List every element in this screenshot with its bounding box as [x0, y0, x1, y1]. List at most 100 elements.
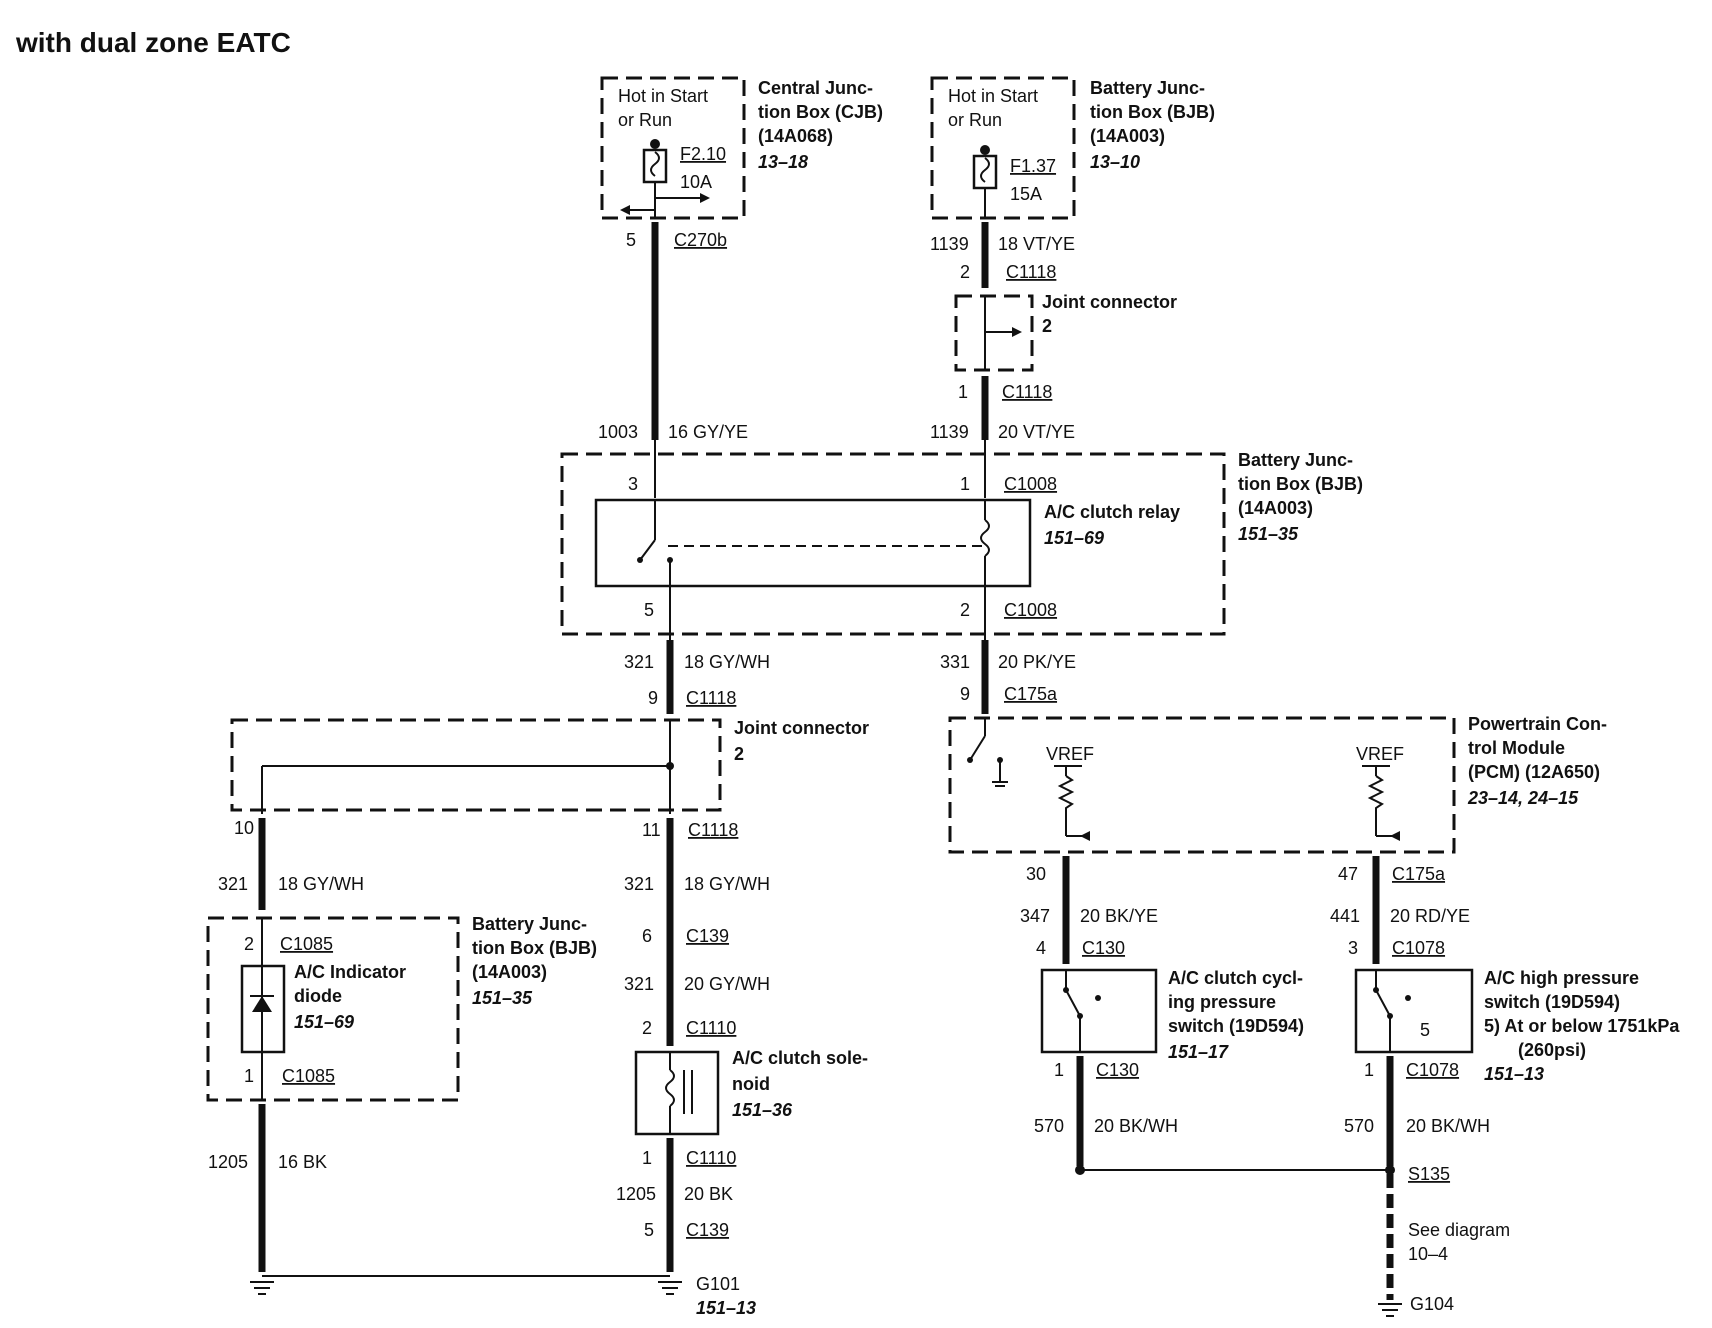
w11-pin: 6 — [642, 926, 652, 946]
diode-pin1: 1 — [244, 1066, 254, 1086]
vref-2: VREF — [1356, 744, 1404, 764]
w14-pin: 5 — [644, 1220, 654, 1240]
w12-connector: C1110 — [686, 1018, 736, 1038]
hp-ref: 151–13 — [1484, 1064, 1544, 1084]
pcm-name-3: (PCM) (12A650) — [1468, 762, 1600, 782]
w6-connector: C1118 — [686, 688, 736, 708]
w6-circuit: 321 — [624, 652, 654, 672]
cycling-label-2: ing pressure — [1168, 992, 1276, 1012]
w4-circuit: 1003 — [598, 422, 638, 442]
joint-mid-num: 2 — [734, 744, 744, 764]
cjb-fuse-block: Hot in Start or Run F2.10 10A — [600, 76, 746, 220]
w6-spec: 18 GY/WH — [684, 652, 770, 672]
w7-pin: 9 — [960, 684, 970, 704]
bjb-top-name-2: tion Box (BJB) — [1090, 102, 1215, 122]
w17-connector: C1078 — [1392, 938, 1445, 958]
relay-conn-bot: C1008 — [1004, 600, 1057, 620]
bjb-relay-name-1: Battery Junc- — [1238, 450, 1353, 470]
diode-label-2: diode — [294, 986, 342, 1006]
w13-pin: 1 — [642, 1148, 652, 1168]
cjb-hot-line2: or Run — [618, 110, 672, 130]
w10-spec: 18 GY/WH — [684, 874, 770, 894]
pcm-pin47: 47 — [1338, 864, 1358, 884]
bjb-fuse-rating: 15A — [1010, 184, 1042, 204]
cjb-name-2: tion Box (CJB) — [758, 102, 883, 122]
cycling-label-1: A/C clutch cycl- — [1168, 968, 1303, 988]
joint-mid-label: Joint connector — [734, 718, 869, 738]
solenoid-ref: 151–36 — [732, 1100, 793, 1120]
w12-pin: 2 — [642, 1018, 652, 1038]
bjb-relay-ref: 151–35 — [1238, 524, 1299, 544]
bjb-top-name-1: Battery Junc- — [1090, 78, 1205, 98]
w13-connector: C1110 — [686, 1148, 736, 1168]
relay-ref: 151–69 — [1044, 528, 1104, 548]
bjb-top-ref: 13–10 — [1090, 152, 1140, 172]
w16-circuit: 347 — [1020, 906, 1050, 926]
w18-pin: 1 — [1054, 1060, 1064, 1080]
relay-label: A/C clutch relay — [1044, 502, 1180, 522]
pcm-ref: 23–14, 24–15 — [1467, 788, 1579, 808]
w15-spec: 16 BK — [278, 1152, 327, 1172]
diode-conn-top: C1085 — [280, 934, 333, 954]
g101-label: G101 — [696, 1274, 740, 1294]
w15-circuit: 1205 — [208, 1152, 248, 1172]
pcm-name-1: Powertrain Con- — [1468, 714, 1607, 734]
cycling-label-3: switch (19D594) — [1168, 1016, 1304, 1036]
bjb-relay-name-3: (14A003) — [1238, 498, 1313, 518]
pcm-name-2: trol Module — [1468, 738, 1565, 758]
bjb-fuse-block: Hot in Start or Run F1.37 15A — [930, 76, 1076, 220]
g104-see-1: See diagram — [1408, 1220, 1510, 1240]
w2-pin: 2 — [960, 262, 970, 282]
w12-circuit: 321 — [624, 974, 654, 994]
cjb-fuse-id: F2.10 — [680, 144, 726, 164]
w7-spec: 20 PK/YE — [998, 652, 1076, 672]
bjb-hot-line1: Hot in Start — [948, 86, 1038, 106]
w12-spec: 20 GY/WH — [684, 974, 770, 994]
hp-label-3: 5) At or below 1751kPa — [1484, 1016, 1680, 1036]
w19-spec: 20 BK/WH — [1406, 1116, 1490, 1136]
cjb-ref: 13–18 — [758, 152, 808, 172]
w17-spec: 20 RD/YE — [1390, 906, 1470, 926]
hp-label-1: A/C high pressure — [1484, 968, 1639, 988]
solenoid-label-2: noid — [732, 1074, 770, 1094]
w19-pin: 1 — [1364, 1060, 1374, 1080]
bjb-relay-name-2: tion Box (BJB) — [1238, 474, 1363, 494]
page-title: with dual zone EATC — [15, 27, 291, 58]
cjb-name-1: Central Junc- — [758, 78, 873, 98]
w14-connector: C139 — [686, 1220, 729, 1240]
w17-pin: 3 — [1348, 938, 1358, 958]
relay-pin2: 2 — [960, 600, 970, 620]
w10-circuit: 321 — [624, 874, 654, 894]
g101-ref: 151–13 — [696, 1298, 756, 1318]
w1-circuit: 5 — [626, 230, 636, 250]
diode-label-1: A/C Indicator — [294, 962, 406, 982]
w18-spec: 20 BK/WH — [1094, 1116, 1178, 1136]
cjb-fuse-rating: 10A — [680, 172, 712, 192]
cjb-name-3: (14A068) — [758, 126, 833, 146]
joint-top-num: 2 — [1042, 316, 1052, 336]
diode-pin2: 2 — [244, 934, 254, 954]
bjb-hot-line2: or Run — [948, 110, 1002, 130]
w8-pin-left: 10 — [234, 818, 254, 838]
bjb-diode-name-2: tion Box (BJB) — [472, 938, 597, 958]
w3-pin: 1 — [958, 382, 968, 402]
hp-label-2: switch (19D594) — [1484, 992, 1620, 1012]
w2-connector: C1118 — [1006, 262, 1056, 282]
relay-pin3: 3 — [628, 474, 638, 494]
cjb-hot-line1: Hot in Start — [618, 86, 708, 106]
bjb-diode-ref: 151–35 — [472, 988, 533, 1008]
joint-top-label: Joint connector — [1042, 292, 1177, 312]
w11-connector: C139 — [686, 926, 729, 946]
w9-spec: 18 GY/WH — [278, 874, 364, 894]
diode-ref: 151–69 — [294, 1012, 354, 1032]
w16-pin: 4 — [1036, 938, 1046, 958]
w13-spec: 20 BK — [684, 1184, 733, 1204]
diode-conn-bot: C1085 — [282, 1066, 335, 1086]
w2-circuit: 1139 — [930, 234, 969, 254]
g104-label: G104 — [1410, 1294, 1454, 1314]
w4-spec: 16 GY/YE — [668, 422, 748, 442]
w8-pin-right: 11 — [642, 820, 661, 840]
w2-spec: 18 VT/YE — [998, 234, 1075, 254]
bjb-diode-name-1: Battery Junc- — [472, 914, 587, 934]
